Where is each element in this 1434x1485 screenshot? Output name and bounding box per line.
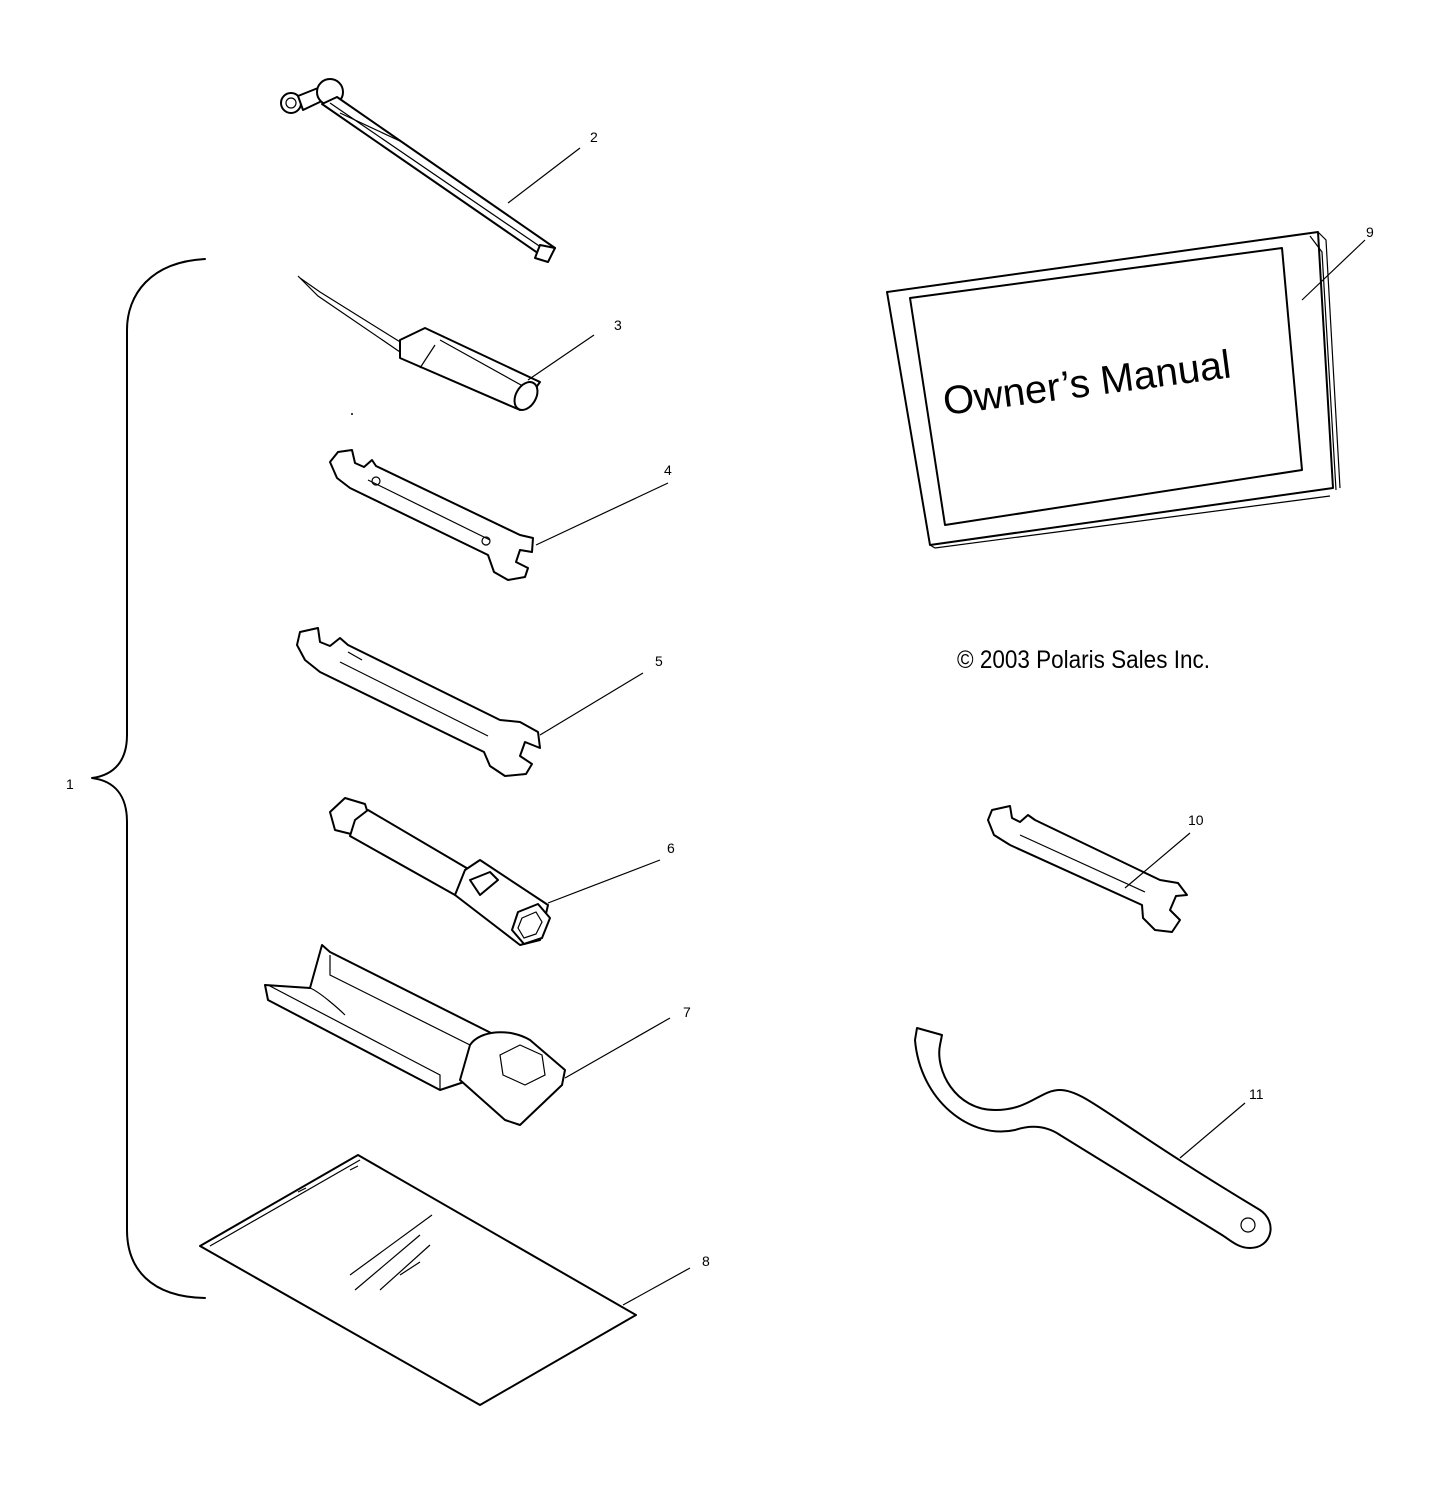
kit-brace — [91, 258, 206, 1299]
screwdriver — [297, 275, 541, 411]
callout-11: 11 — [1249, 1086, 1264, 1102]
leader-6 — [547, 859, 661, 904]
callout-7: 7 — [683, 1004, 691, 1020]
callout-2: 2 — [590, 129, 598, 145]
leader-8 — [622, 1267, 691, 1306]
leader-2 — [507, 147, 581, 204]
leader-4 — [535, 482, 669, 546]
callout-6: 6 — [667, 840, 675, 856]
callout-4: 4 — [664, 462, 672, 478]
leader-3 — [527, 334, 595, 381]
owners-manual: Owner’s Manual — [886, 231, 1341, 549]
callout-9: 9 — [1366, 224, 1374, 240]
leader-7 — [564, 1017, 671, 1079]
leader-10 — [1124, 832, 1191, 889]
wrench-medium — [296, 627, 541, 777]
callout-10: 10 — [1188, 812, 1204, 828]
tire-gauge — [280, 78, 556, 263]
wrench-right — [987, 805, 1188, 933]
callout-1: 1 — [66, 776, 74, 792]
leader-9 — [1301, 239, 1366, 301]
leader-5 — [539, 672, 644, 736]
tool-bracket — [264, 944, 566, 1126]
copyright-notice: © 2003 Polaris Sales Inc. — [957, 646, 1210, 674]
spanner-wrench — [914, 1027, 1272, 1249]
callout-5: 5 — [655, 653, 663, 669]
callout-3: 3 — [614, 317, 622, 333]
spark-plug-socket — [329, 797, 551, 946]
wrench-small — [329, 449, 534, 581]
leader-11 — [1179, 1102, 1246, 1159]
tool-bag — [199, 1154, 637, 1406]
callout-8: 8 — [702, 1253, 710, 1269]
